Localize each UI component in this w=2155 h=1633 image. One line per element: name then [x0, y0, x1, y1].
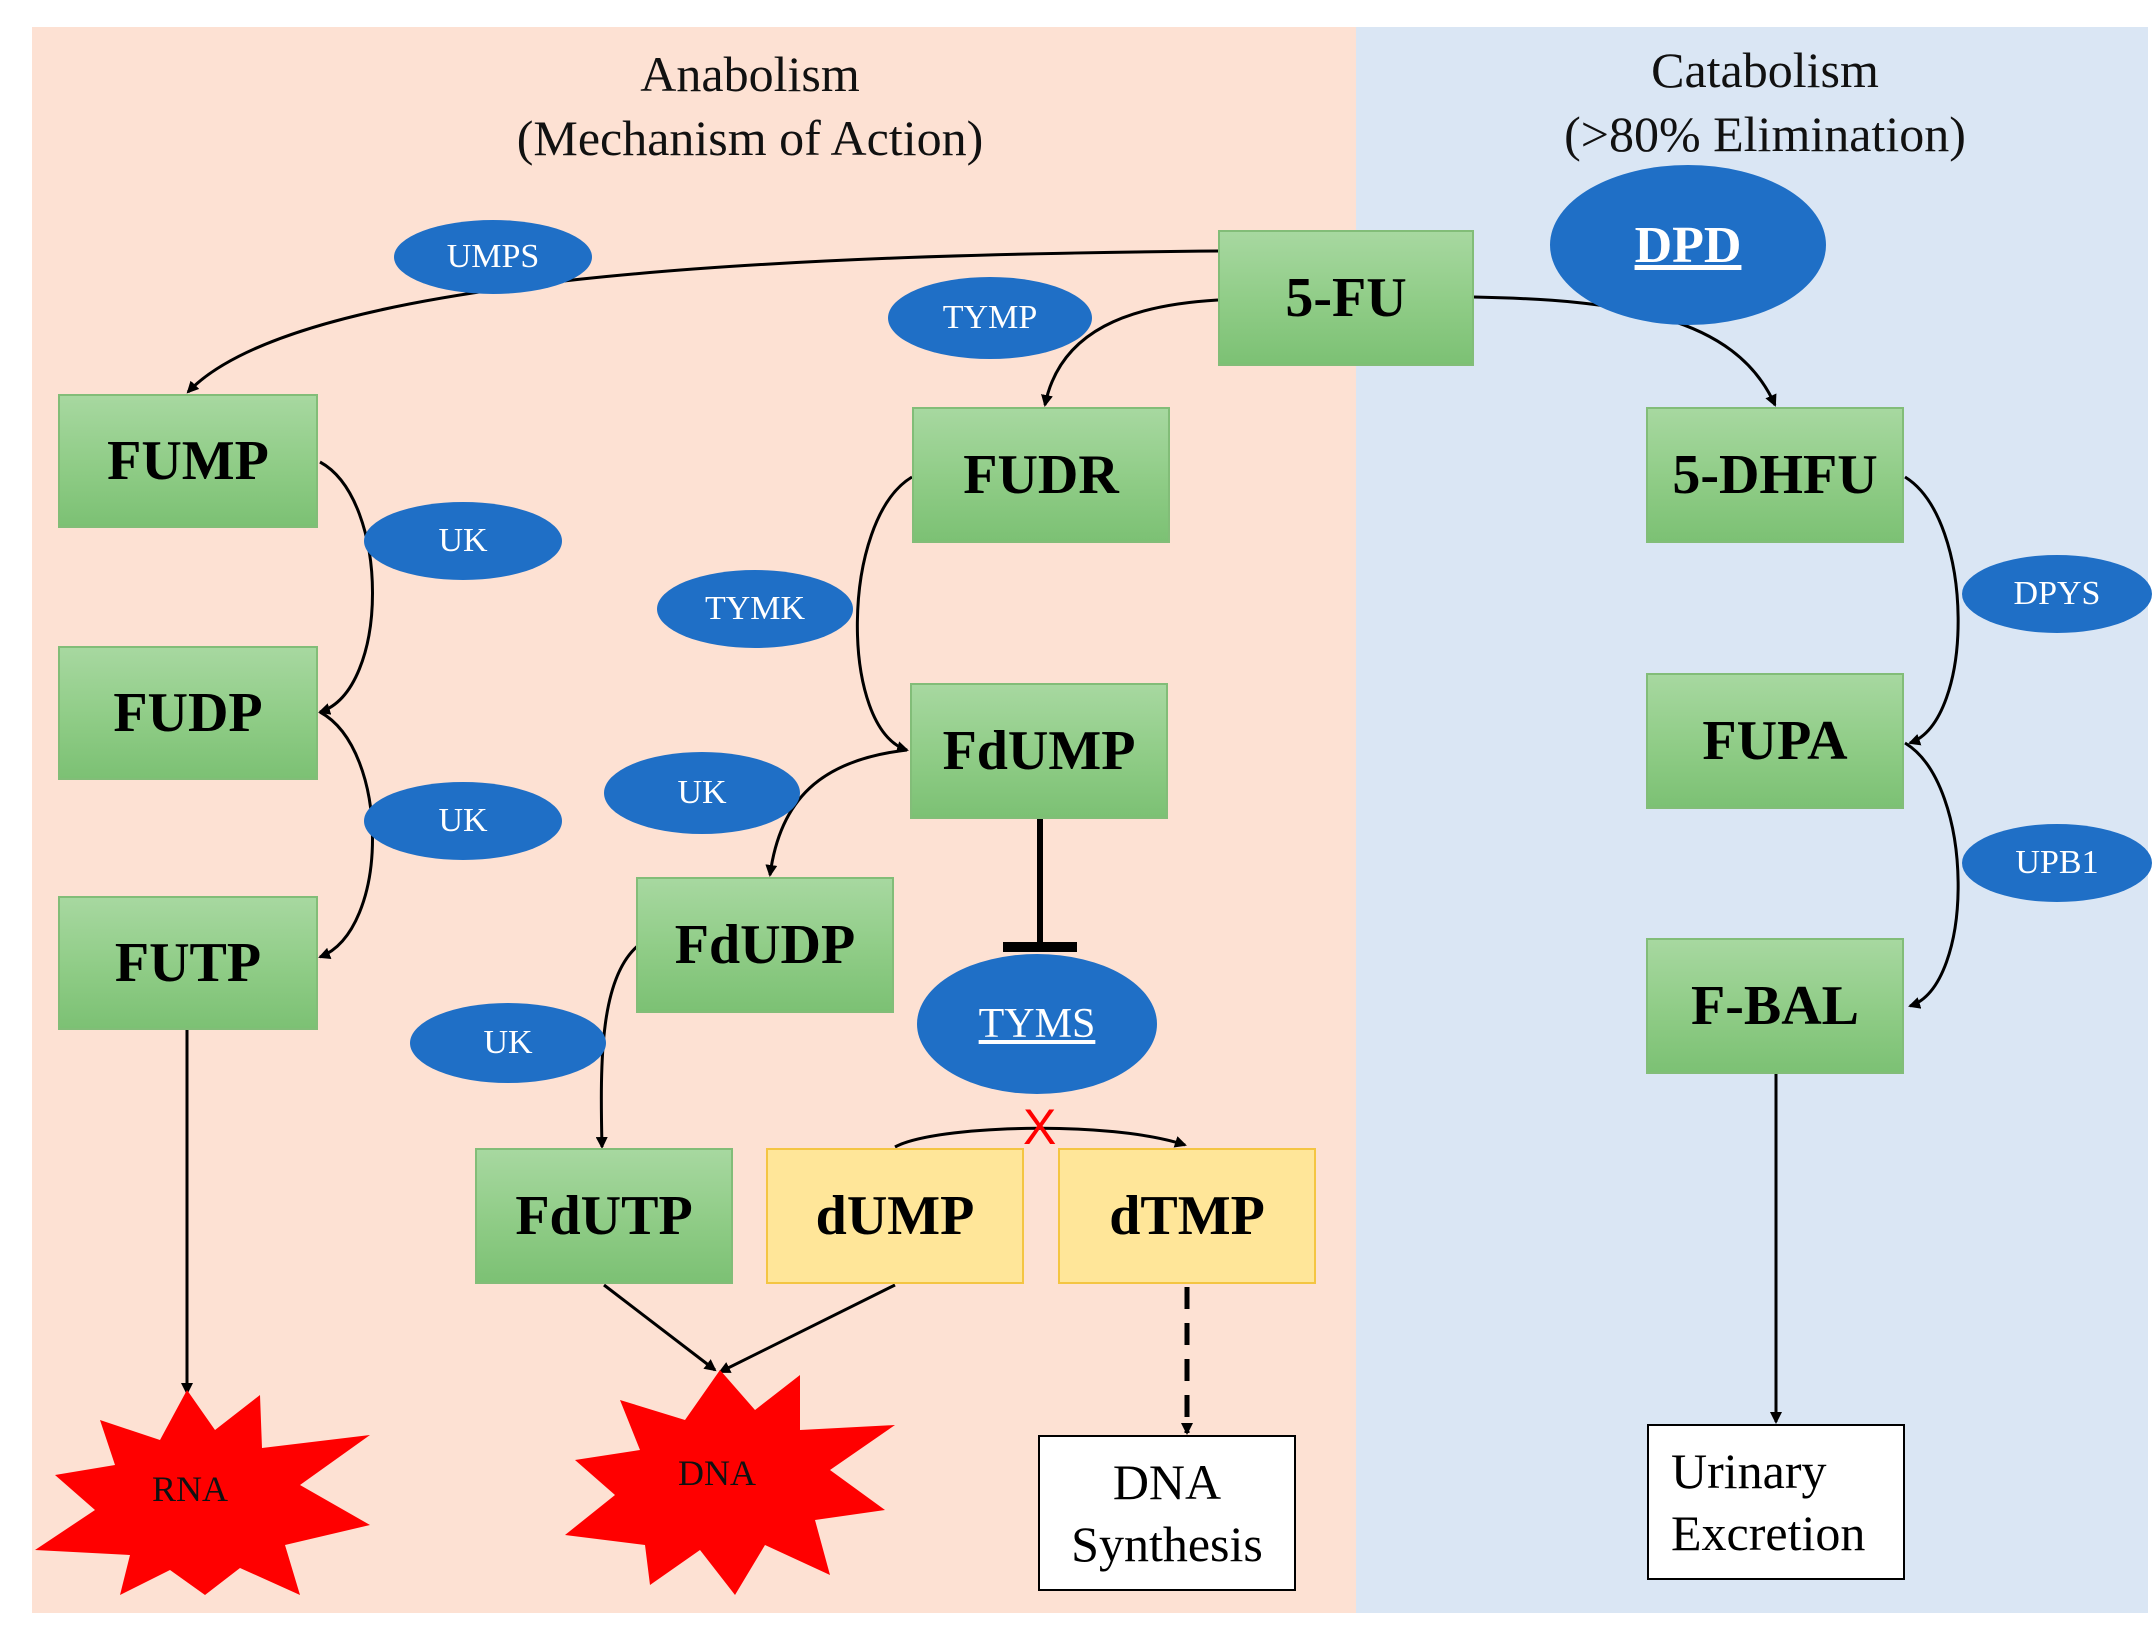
metabolite-dump: dUMP	[766, 1148, 1024, 1284]
dna-synthesis-line1: DNA	[1112, 1454, 1222, 1510]
dna-synthesis-box: DNA Synthesis	[1038, 1435, 1296, 1591]
metabolite-fbal: F-BAL	[1646, 938, 1904, 1074]
metabolite-fudr: FUDR	[912, 407, 1170, 543]
dna-label: DNA	[678, 1453, 756, 1493]
enzyme-upb1: UPB1	[1962, 824, 2152, 902]
enzyme-tyms: TYMS	[917, 954, 1157, 1094]
enzyme-tymp: TYMP	[888, 277, 1092, 359]
metabolite-5fu: 5-FU	[1218, 230, 1474, 366]
blocked-x-marker: X	[1023, 1099, 1057, 1155]
metabolite-fdudp: FdUDP	[636, 877, 894, 1013]
catabolism-subtitle: (>80% Elimination)	[1564, 106, 1966, 162]
arrow-dump-to-dtmp	[894, 1126, 1187, 1149]
arrow-fdutp-to-dna	[603, 1283, 717, 1372]
metabolite-dtmp: dTMP	[1058, 1148, 1316, 1284]
enzyme-uk-fdudp: UK	[410, 1003, 606, 1083]
dna-synthesis-line2: Synthesis	[1071, 1516, 1263, 1572]
catabolism-title: Catabolism	[1651, 42, 1879, 98]
enzyme-uk-fudp: UK	[364, 782, 562, 860]
arrow-5fu-to-fudr	[1041, 298, 1219, 407]
rna-burst	[35, 1390, 370, 1595]
enzyme-dpys: DPYS	[1962, 555, 2152, 633]
anabolism-title: Anabolism	[640, 46, 860, 102]
metabolite-fdump: FdUMP	[910, 683, 1168, 819]
metabolite-futp: FUTP	[58, 896, 318, 1030]
rna-label: RNA	[151, 1469, 228, 1509]
metabolite-fudp: FUDP	[58, 646, 318, 780]
metabolite-fump: FUMP	[58, 394, 318, 528]
urinary-excretion-line2: Excretion	[1671, 1505, 1866, 1561]
arrow-fdump-to-fdudp	[765, 748, 908, 877]
arrow-5dhfu-to-fupa	[1904, 475, 1960, 746]
metabolite-5dhfu: 5-DHFU	[1646, 407, 1904, 543]
arrow-fudp-to-futp	[318, 710, 374, 959]
arrow-fump-to-fudp	[318, 460, 374, 715]
enzyme-uk-fdump: UK	[604, 752, 800, 834]
enzyme-tymk: TYMK	[657, 570, 853, 648]
dna-burst	[565, 1370, 895, 1595]
enzyme-dpd: DPD	[1550, 165, 1826, 325]
arrow-5fu-to-fump	[186, 249, 1219, 394]
catabolism-heading: Catabolism (>80% Elimination)	[1490, 38, 2040, 166]
anabolism-heading: Anabolism (Mechanism of Action)	[450, 42, 1050, 170]
arrow-fdudp-to-fdutp	[595, 942, 641, 1149]
metabolite-fupa: FUPA	[1646, 673, 1904, 809]
enzyme-umps: UMPS	[394, 220, 592, 294]
metabolite-fdutp: FdUTP	[475, 1148, 733, 1284]
arrow-fudr-to-fdump	[855, 475, 913, 753]
arrow-dump-to-dna	[718, 1283, 896, 1374]
urinary-excretion-box: Urinary Excretion	[1647, 1424, 1905, 1580]
enzyme-uk-fump: UK	[364, 502, 562, 580]
arrow-fupa-to-fbal	[1904, 741, 1960, 1009]
anabolism-subtitle: (Mechanism of Action)	[516, 110, 984, 166]
urinary-excretion-line1: Urinary	[1671, 1443, 1827, 1499]
